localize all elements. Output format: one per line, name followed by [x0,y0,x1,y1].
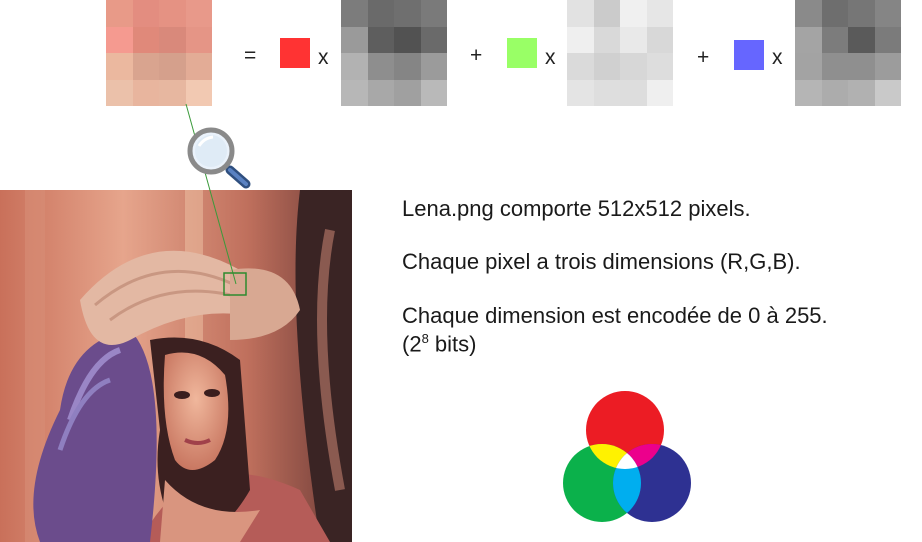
blue-channel-cell [848,53,875,80]
plus-sign-1: + [470,44,483,67]
green-channel-cell [593,0,620,27]
green-swatch [507,38,537,68]
rgb-venn-diagram [563,391,691,522]
source-pixel-cell [185,79,212,106]
green-channel-cell [646,0,673,27]
red-channel-cell [341,53,368,80]
blue-channel-cell [795,53,822,80]
source-pixel-cell [106,79,133,106]
blue-channel-cell [795,26,822,53]
red-channel-cell [394,0,421,27]
source-pixel-cell [106,53,133,80]
blue-channel-cell [821,79,848,106]
blue-swatch [734,40,764,70]
times-sign-green: x [545,46,556,69]
source-pixel-cell [159,26,186,53]
times-sign-blue: x [772,46,783,69]
magnifier-icon [187,127,251,189]
green-channel-cell [620,0,647,27]
blue-channel-cell [848,79,875,106]
green-channel-cell [567,53,594,80]
red-channel-cell [367,26,394,53]
red-channel-cell [367,79,394,106]
blue-channel-cell [795,79,822,106]
source-pixel-cell [159,79,186,106]
equals-sign: = [244,44,257,67]
green-channel-cell [646,79,673,106]
green-channel-cell [593,26,620,53]
bits-exponent: 8 [421,331,429,346]
blue-channel-cell [795,0,822,27]
bits-text: (28 bits) [402,331,476,357]
bits-text-close: bits) [428,331,477,357]
source-pixel-cell [159,0,186,27]
green-channel-cell [646,26,673,53]
plus-sign-2: + [697,46,710,69]
red-channel-cell [420,26,447,53]
green-channel-patch [567,0,673,106]
white-center [613,444,641,469]
source-pixel-cell [106,0,133,27]
green-channel-cell [646,53,673,80]
source-pixel-cell [132,0,159,27]
blue-channel-cell [848,26,875,53]
red-channel-patch [341,0,447,106]
pixel-dimensions-text: Chaque pixel a trois dimensions (R,G,B). [402,249,801,274]
image-size-text: Lena.png comporte 512x512 pixels. [402,196,751,221]
times-sign-red: x [318,46,329,69]
source-pixel-cell [185,53,212,80]
red-channel-cell [420,0,447,27]
blue-channel-cell [848,0,875,27]
encoding-range-text: Chaque dimension est encodée de 0 à 255. [402,303,828,328]
blue-channel-patch [795,0,901,106]
blue-channel-cell [821,0,848,27]
green-channel-cell [567,79,594,106]
red-channel-cell [341,0,368,27]
green-channel-cell [593,53,620,80]
green-channel-cell [567,0,594,27]
red-channel-cell [394,79,421,106]
green-channel-cell [620,53,647,80]
red-channel-cell [367,53,394,80]
red-channel-cell [394,53,421,80]
green-channel-cell [567,26,594,53]
red-channel-cell [420,53,447,80]
blue-channel-cell [821,53,848,80]
red-channel-cell [394,26,421,53]
source-pixel-patch [106,0,212,106]
blue-channel-cell [821,26,848,53]
red-channel-cell [420,79,447,106]
source-pixel-cell [159,53,186,80]
red-channel-cell [367,0,394,27]
red-swatch [280,38,310,68]
source-pixel-cell [132,79,159,106]
source-pixel-cell [132,53,159,80]
lena-photo [0,190,352,542]
green-channel-cell [620,26,647,53]
green-channel-cell [620,79,647,106]
red-channel-cell [341,79,368,106]
blue-channel-cell [874,0,901,27]
blue-channel-cell [874,53,901,80]
red-channel-cell [341,26,368,53]
blue-channel-cell [874,26,901,53]
source-pixel-cell [106,26,133,53]
source-pixel-cell [132,26,159,53]
blue-channel-cell [874,79,901,106]
green-channel-cell [593,79,620,106]
source-pixel-cell [185,0,212,27]
source-pixel-cell [185,26,212,53]
bits-text-open: (2 [402,331,422,357]
